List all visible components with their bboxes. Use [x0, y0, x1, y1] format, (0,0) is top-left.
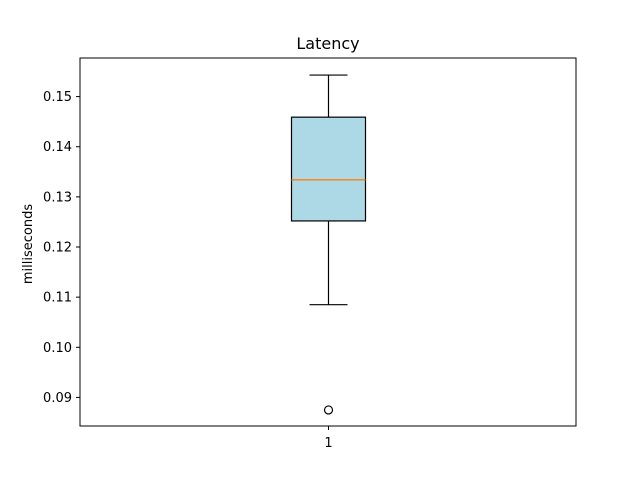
y-tick-label: 0.13 [43, 190, 72, 205]
outlier-point [323, 405, 334, 415]
y-tick-label: 0.15 [43, 90, 72, 105]
y-tick-label: 0.10 [43, 341, 72, 356]
iqr-box [290, 116, 367, 222]
y-axis-label: milliseconds [21, 204, 36, 284]
chart-title: Latency [296, 34, 359, 53]
y-tick-label: 0.09 [43, 391, 72, 406]
y-tick-label: 0.14 [43, 140, 72, 155]
y-tick-label: 0.11 [43, 291, 72, 306]
x-tick-label: 1 [324, 436, 332, 451]
y-tick-label: 0.12 [43, 241, 72, 256]
